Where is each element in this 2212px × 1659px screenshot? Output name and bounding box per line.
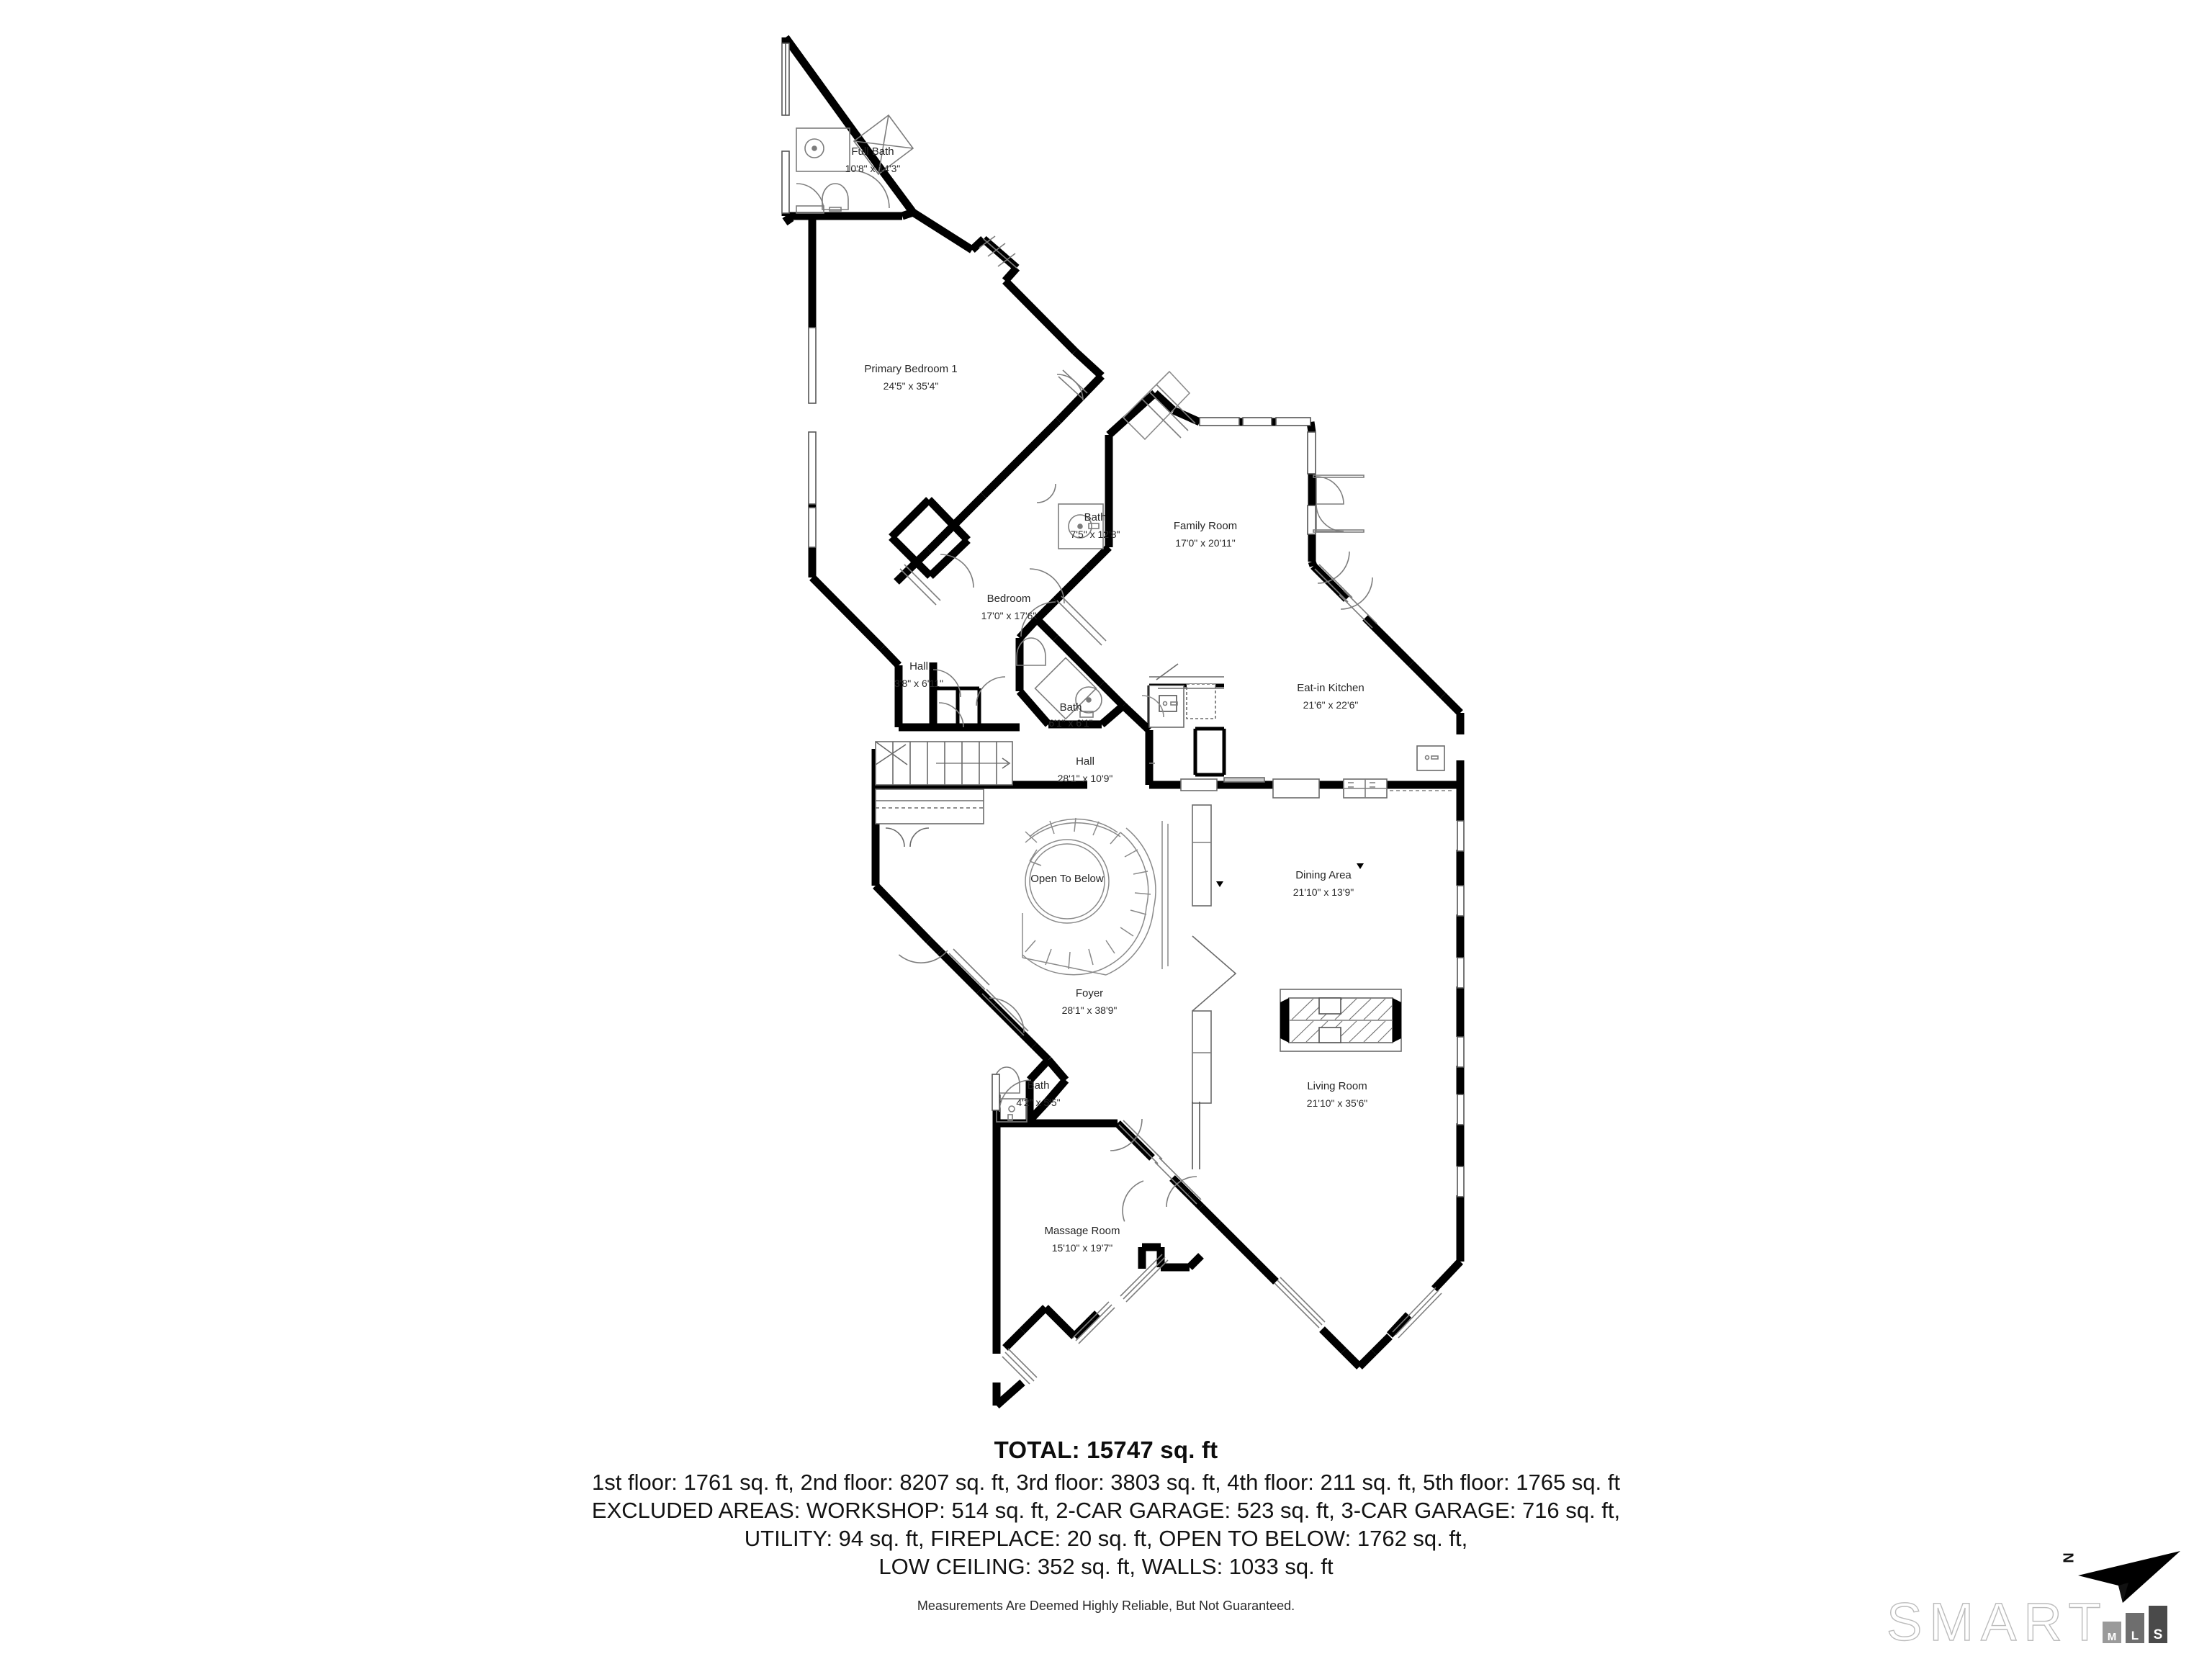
room-dimension-foyer: 28'1" x 38'9" — [1062, 1004, 1118, 1016]
excluded-areas-line-2: UTILITY: 94 sq. ft, FIREPLACE: 20 sq. ft… — [744, 1526, 1468, 1551]
room-dimension-massage-room: 15'10" x 19'7" — [1052, 1242, 1113, 1254]
room-name-foyer: Foyer — [1076, 987, 1103, 999]
room-dimension-hall-small: 3'8" x 6'11" — [894, 678, 943, 689]
fixture-group — [781, 42, 1465, 1385]
room-dimension-bath-mid: 6'1" x 6'1" — [1048, 717, 1092, 729]
room-name-bedroom: Bedroom — [987, 593, 1031, 605]
room-name-family-room: Family Room — [1174, 520, 1237, 532]
room-name-eat-in-kitchen: Eat-in Kitchen — [1297, 682, 1364, 694]
compass-arrow-icon — [2078, 1551, 2180, 1603]
room-name-bath-mid: Bath — [1060, 701, 1082, 714]
smart-wordmark: SMART — [1886, 1591, 2108, 1652]
room-name-bath-upper: Bath — [1084, 511, 1107, 523]
room-name-hall-main: Hall — [1076, 755, 1094, 768]
room-name-open-to-below: Open To Below — [1030, 873, 1104, 885]
room-name-hall-small: Hall — [909, 660, 928, 673]
area-summary: TOTAL: 15747 sq. ft 1st floor: 1761 sq. … — [0, 1437, 2212, 1581]
disclaimer-text: Measurements Are Deemed Highly Reliable,… — [917, 1599, 1295, 1613]
compass-rose: N — [2056, 1550, 2186, 1607]
room-name-dining-area: Dining Area — [1295, 869, 1352, 881]
mls-letter-m: M — [2103, 1622, 2121, 1643]
mls-letter-s: S — [2149, 1606, 2167, 1643]
room-dimension-dining-area: 21'10" x 13'9" — [1293, 886, 1354, 898]
room-dimension-primary-bedroom: 24'5" x 35'4" — [884, 380, 939, 392]
floor-breakdown-line: 1st floor: 1761 sq. ft, 2nd floor: 8207 … — [592, 1470, 1620, 1495]
total-area-line: TOTAL: 15747 sq. ft — [994, 1437, 1218, 1463]
excluded-areas-line-1: EXCLUDED AREAS: WORKSHOP: 514 sq. ft, 2-… — [591, 1498, 1621, 1523]
excluded-areas-line-3: LOW CEILING: 352 sq. ft, WALLS: 1033 sq.… — [878, 1554, 1334, 1579]
floor-plan-canvas: Full Bath 10'8" x 14'3" Primary Bedroom 1 2… — [781, 35, 1465, 1409]
room-dimension-living-room: 21'10" x 35'6" — [1307, 1097, 1368, 1109]
room-name-bath-lower: Bath — [1028, 1079, 1050, 1092]
room-label-group: Full Bath 10'8" x 14'3" Primary Bedroom 1 2… — [845, 145, 1368, 1254]
dimension-ticks — [1216, 863, 1364, 887]
mls-letter-l: L — [2126, 1613, 2144, 1643]
room-dimension-hall-main: 28'1" x 10'9" — [1058, 773, 1113, 784]
room-dimension-bedroom: 17'0" x 17'6" — [981, 610, 1037, 621]
room-dimension-bath-upper: 7'5" x 12'8" — [1071, 529, 1120, 540]
compass-north-label: N — [2059, 1552, 2076, 1563]
room-dimension-family-room: 17'0" x 20'11" — [1175, 537, 1236, 549]
room-dimension-bath-lower: 4'2" x 5'5" — [1016, 1097, 1060, 1108]
room-name-full-bath: Full Bath — [851, 145, 894, 158]
room-name-primary-bedroom: Primary Bedroom 1 — [864, 363, 957, 375]
smart-mls-logo: SMART M L S — [1886, 1581, 2196, 1653]
room-dimension-full-bath: 10'8" x 14'3" — [845, 163, 901, 174]
room-name-living-room: Living Room — [1307, 1080, 1367, 1092]
room-name-massage-room: Massage Room — [1044, 1225, 1120, 1237]
room-dimension-eat-in-kitchen: 21'6" x 22'6" — [1303, 699, 1359, 711]
floor-plan-drawing: Full Bath 10'8" x 14'3" Primary Bedroom 1 2… — [781, 35, 1465, 1409]
